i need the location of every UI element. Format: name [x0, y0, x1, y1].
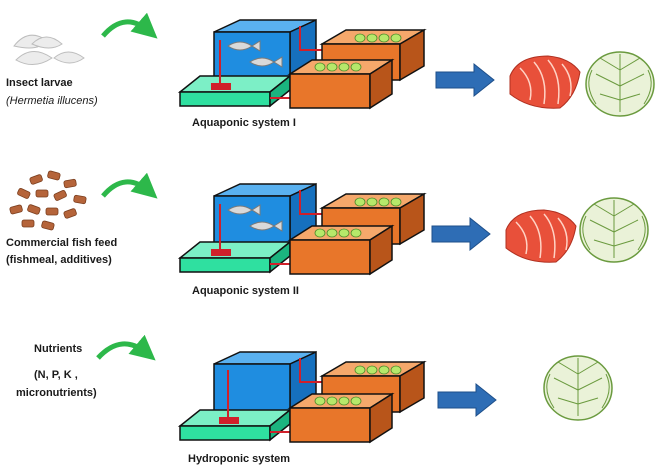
- water-pipe: [211, 26, 324, 99]
- larvae-icon: [13, 34, 85, 65]
- water-pipe: [211, 190, 324, 265]
- row-aquaponic-system-1: Insect larvae (Hermetia illucens): [6, 12, 655, 129]
- lettuce-icon: [543, 355, 613, 421]
- plant-icon: [354, 365, 402, 375]
- system-label: Hydroponic system: [188, 453, 290, 465]
- input-label-line-2: (N, P, K ,: [34, 369, 78, 381]
- system-label: Aquaponic system I: [192, 117, 296, 129]
- water-pipe: [219, 358, 324, 433]
- plant-icon: [314, 396, 362, 406]
- process-arrow: [435, 62, 495, 98]
- plant-icon: [314, 228, 362, 238]
- salmon-fillet-icon: [505, 209, 577, 263]
- process-arrow: [431, 216, 491, 252]
- sump-tank: [177, 408, 293, 442]
- process-arrow: [437, 382, 497, 418]
- fish-icon: [227, 204, 283, 232]
- plant-icon: [354, 197, 402, 207]
- input-label-line-3: micronutrients): [16, 387, 97, 399]
- fish-icon: [227, 40, 283, 68]
- salmon-fillet-icon: [509, 55, 581, 109]
- input-label-line-1: Commercial fish feed: [6, 237, 117, 249]
- input-label-line-2: (Hermetia illucens): [6, 95, 98, 107]
- plant-icon: [314, 62, 362, 72]
- fish-feed-pellets-icon: [9, 170, 87, 231]
- input-arrow: [101, 12, 158, 39]
- input-arrow: [96, 334, 156, 361]
- sump-tank: [177, 240, 293, 274]
- plant-icon: [354, 33, 402, 43]
- lettuce-icon: [579, 197, 649, 263]
- grow-bed-front: [287, 224, 395, 276]
- row-aquaponic-system-2: Commercial fish feed (fishmeal, additive…: [6, 170, 649, 297]
- lettuce-icon: [585, 51, 655, 117]
- scientific-name: Hermetia illucens: [10, 95, 95, 107]
- input-label-line-1: Nutrients: [34, 343, 82, 355]
- input-label-line-1: Insect larvae: [6, 77, 73, 89]
- row-hydroponic-system: Nutrients (N, P, K , micronutrients): [16, 334, 613, 465]
- sump-tank: [177, 74, 293, 108]
- input-arrow: [101, 172, 158, 199]
- system-label: Aquaponic system II: [192, 285, 299, 297]
- input-label-line-2: (fishmeal, additives): [6, 254, 112, 266]
